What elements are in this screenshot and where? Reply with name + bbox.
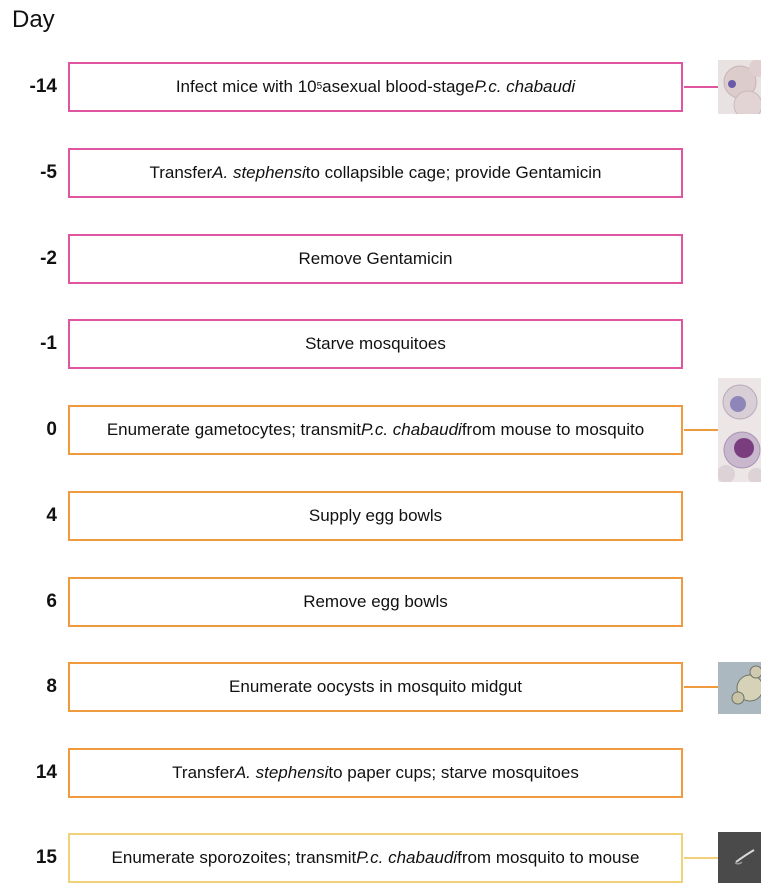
gametocyte-micrograph — [718, 378, 761, 482]
protocol-step-box: Supply egg bowls — [68, 491, 683, 541]
connector-line — [684, 857, 718, 859]
connector-line — [684, 429, 718, 431]
protocol-step-box: Enumerate oocysts in mosquito midgut — [68, 662, 683, 712]
superscript-text: 5 — [316, 80, 323, 92]
day-label: 8 — [46, 676, 57, 697]
day-axis-title: Day — [12, 6, 55, 33]
day-label: -5 — [40, 162, 57, 183]
step-text: Enumerate sporozoites; transmit — [111, 848, 357, 867]
protocol-step-box: Enumerate gametocytes; transmit P.c. cha… — [68, 405, 683, 455]
step-text: to paper cups; starve mosquitoes — [328, 763, 579, 782]
step-text: asexual blood-stage — [322, 77, 475, 96]
step-text: Remove Gentamicin — [298, 249, 453, 268]
step-text: from mouse to mosquito — [461, 420, 645, 439]
day-label: 14 — [35, 762, 57, 783]
protocol-step-box: Transfer A. stephensi to collapsible cag… — [68, 148, 683, 198]
step-text: Transfer — [149, 163, 213, 182]
day-label: 15 — [35, 847, 57, 868]
species-name: A. stephensi — [234, 763, 329, 782]
species-name: P.c. chabaudi — [474, 77, 576, 96]
step-text: Enumerate gametocytes; transmit — [106, 420, 361, 439]
species-name: P.c. chabaudi — [360, 420, 462, 439]
blood-smear-micrograph — [718, 60, 761, 114]
day-label: -1 — [40, 333, 57, 354]
step-text: Enumerate oocysts in mosquito midgut — [229, 677, 522, 696]
species-name: A. stephensi — [212, 163, 306, 182]
day-label: 4 — [46, 505, 57, 526]
step-text: from mosquito to mouse — [457, 848, 640, 867]
protocol-step-box: Transfer A. stephensi to paper cups; sta… — [68, 748, 683, 798]
step-text: Infect mice with 10 — [175, 77, 317, 96]
protocol-step-box: Enumerate sporozoites; transmit P.c. cha… — [68, 833, 683, 883]
day-label: -14 — [29, 76, 57, 97]
species-name: P.c. chabaudi — [356, 848, 458, 867]
step-text: Starve mosquitoes — [305, 334, 446, 353]
step-text: Supply egg bowls — [308, 506, 443, 525]
connector-line — [684, 686, 718, 688]
protocol-step-box: Remove egg bowls — [68, 577, 683, 627]
oocyst-micrograph — [718, 662, 761, 714]
step-text: Remove egg bowls — [303, 592, 448, 611]
sporozoite-micrograph — [718, 832, 761, 883]
step-text: to collapsible cage; provide Gentamicin — [305, 163, 602, 182]
step-text: Transfer — [172, 763, 235, 782]
connector-line — [684, 86, 718, 88]
day-label: -2 — [40, 248, 57, 269]
protocol-step-box: Starve mosquitoes — [68, 319, 683, 369]
day-label: 6 — [46, 591, 57, 612]
protocol-step-box: Remove Gentamicin — [68, 234, 683, 284]
day-label: 0 — [46, 419, 57, 440]
